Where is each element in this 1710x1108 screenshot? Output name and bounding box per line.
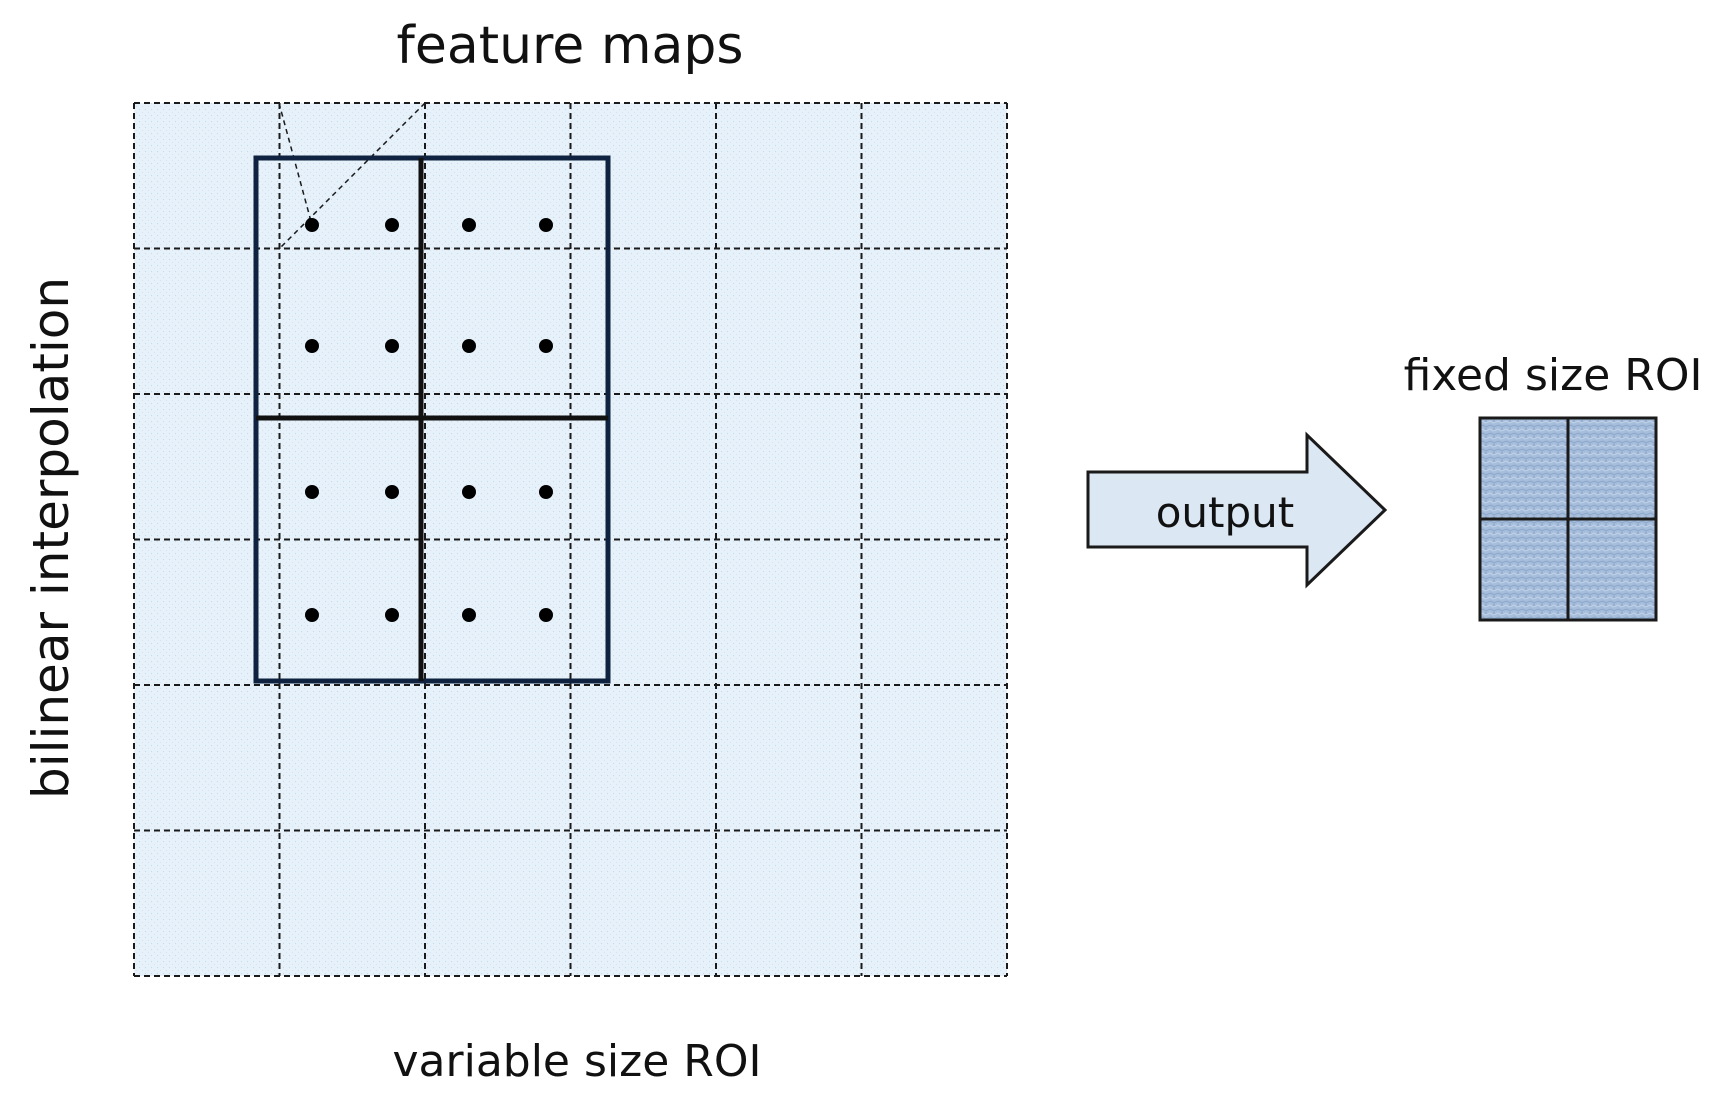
sampling-point — [305, 608, 319, 622]
output-arrow-label: output — [1156, 488, 1295, 537]
sampling-point — [462, 485, 476, 499]
sampling-point — [305, 339, 319, 353]
sampling-point — [385, 218, 399, 232]
feature-maps-title: feature maps — [397, 16, 744, 76]
fixed-size-roi-label: fixed size ROI — [1404, 350, 1703, 401]
sampling-point — [385, 339, 399, 353]
sampling-point — [305, 485, 319, 499]
sampling-point — [539, 608, 553, 622]
interpolation-projection-lines — [278, 102, 426, 250]
sampling-point — [462, 218, 476, 232]
projection-line — [278, 102, 313, 226]
sampling-point — [539, 485, 553, 499]
sampling-points — [305, 218, 553, 622]
sampling-point — [385, 608, 399, 622]
sampling-point — [539, 339, 553, 353]
output-arrow — [1086, 431, 1388, 589]
bilinear-interpolation-label: bilinear interpolation — [22, 277, 80, 799]
sampling-point — [462, 608, 476, 622]
sampling-point — [305, 218, 319, 232]
sampling-point — [539, 218, 553, 232]
variable-size-roi-label: variable size ROI — [393, 1036, 762, 1087]
sampling-point — [385, 485, 399, 499]
projection-line — [278, 102, 426, 250]
sampling-point — [462, 339, 476, 353]
